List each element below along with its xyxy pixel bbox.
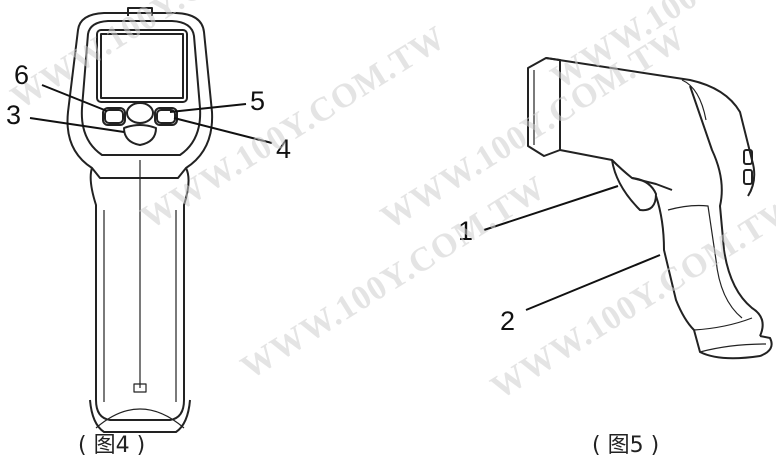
leader-6 — [41, 84, 108, 112]
figure5-trigger — [611, 159, 657, 212]
figure4-leaders — [29, 84, 273, 144]
figure4-caption: ( 图4 ) — [78, 433, 145, 458]
figure4-display-screen — [100, 33, 184, 99]
figure4-front-view — [66, 7, 214, 433]
figure5-handle — [655, 195, 773, 360]
figure4-button-bottom — [123, 124, 157, 146]
callout-5: 5 — [250, 86, 265, 116]
leader-2 — [525, 254, 661, 311]
leader-5 — [169, 103, 247, 113]
figure5-body — [545, 57, 756, 197]
callout-6: 6 — [14, 60, 29, 90]
callout-1: 1 — [458, 216, 473, 246]
leader-3 — [29, 117, 125, 133]
callout-4: 4 — [276, 134, 291, 164]
figure4-button-right — [156, 109, 176, 124]
watermark-text: WWW.100Y.COM.TW — [5, 0, 323, 117]
figure5-caption: ( 图5 ) — [592, 433, 659, 458]
figure4-base — [89, 399, 191, 433]
callout-2: 2 — [500, 306, 515, 336]
leader-4 — [173, 117, 273, 144]
watermark: WWW.100Y.COM.TW WWW.100Y.COM.TW WWW.100Y… — [5, 0, 776, 407]
figure4-head-outer — [66, 12, 214, 179]
figure5-side-view — [527, 57, 773, 360]
leader-1 — [483, 185, 619, 231]
figure4-button-left — [104, 109, 124, 124]
watermark-text: WWW.100Y.COM.TW — [485, 189, 776, 407]
figure5-leaders — [483, 185, 661, 311]
figure4-handle — [89, 167, 190, 421]
callout-3: 3 — [6, 100, 21, 130]
figure4-button-center — [126, 102, 154, 124]
